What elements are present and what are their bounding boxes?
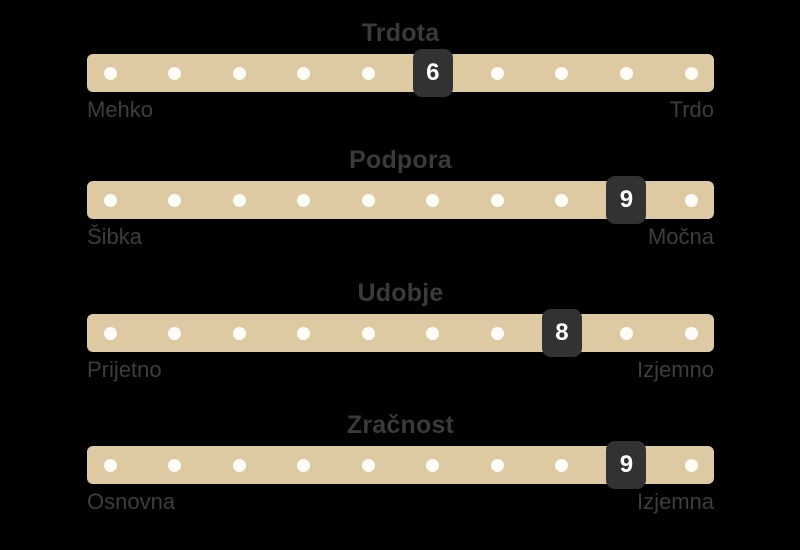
endpoint-label-high: Izjemna [636, 489, 714, 514]
slider-tick-dot[interactable] [232, 458, 246, 472]
slider-tick-dot[interactable] [103, 326, 117, 340]
slider-tick-dot[interactable] [297, 66, 311, 80]
slider-tick-dot[interactable] [232, 66, 246, 80]
slider-tick-dot[interactable] [619, 326, 633, 340]
slider-tick-dot[interactable] [103, 193, 117, 207]
endpoint-row: Šibka Močna [87, 223, 714, 253]
rating-slider-track[interactable]: 6 [87, 49, 714, 97]
slider-tick-dot[interactable] [361, 326, 375, 340]
rating-title: Trdota [361, 19, 440, 47]
rating-group-podpora: Podpora 9 Šibka Močna [87, 145, 714, 253]
slider-tick-dot[interactable] [490, 458, 504, 472]
slider-tick-dot[interactable] [684, 66, 698, 80]
rating-title: Udobje [357, 279, 444, 307]
slider-tick-dot[interactable] [555, 66, 569, 80]
rating-group-zracnost: Zračnost 9 Osnovna Izjemna [87, 410, 714, 518]
slider-tick-dot[interactable] [490, 66, 504, 80]
slider-tick-dot[interactable] [168, 326, 182, 340]
rating-title: Zračnost [346, 411, 455, 439]
slider-tick-dot[interactable] [555, 458, 569, 472]
slider-tick-dot[interactable] [426, 326, 440, 340]
endpoint-row: Osnovna Izjemna [87, 488, 714, 518]
endpoint-row: Prijetno Izjemno [87, 356, 714, 386]
slider-tick-dot[interactable] [232, 326, 246, 340]
slider-tick-dot[interactable] [684, 326, 698, 340]
slider-value-badge[interactable]: 8 [541, 309, 582, 357]
slider-tick-dot[interactable] [168, 193, 182, 207]
endpoint-label-high: Močna [647, 224, 714, 249]
slider-tick-dot[interactable] [297, 458, 311, 472]
endpoint-label-low: Šibka [87, 224, 143, 249]
slider-tick-dot[interactable] [490, 326, 504, 340]
endpoint-label-low: Prijetno [87, 357, 162, 382]
rating-slider-track[interactable]: 9 [87, 176, 714, 224]
slider-tick-dot[interactable] [619, 66, 633, 80]
slider-tick-dot[interactable] [361, 66, 375, 80]
endpoint-label-high: Trdo [669, 97, 714, 122]
slider-tick-dot[interactable] [168, 66, 182, 80]
slider-tick-dot[interactable] [361, 193, 375, 207]
slider-tick-dot[interactable] [103, 66, 117, 80]
slider-tick-dot[interactable] [297, 193, 311, 207]
slider-tick-dot[interactable] [684, 193, 698, 207]
slider-tick-dot[interactable] [490, 193, 504, 207]
slider-value-badge[interactable]: 6 [412, 49, 453, 97]
endpoint-label-low: Osnovna [87, 489, 176, 514]
endpoint-row: Mehko Trdo [87, 96, 714, 126]
slider-tick-dot[interactable] [555, 193, 569, 207]
endpoint-label-low: Mehko [87, 97, 154, 122]
rating-slider-track[interactable]: 9 [87, 441, 714, 489]
slider-tick-dot[interactable] [361, 458, 375, 472]
slider-tick-dot[interactable] [232, 193, 246, 207]
slider-tick-dot[interactable] [426, 458, 440, 472]
rating-title: Podpora [349, 146, 452, 174]
slider-tick-dot[interactable] [426, 193, 440, 207]
slider-tick-dot[interactable] [684, 458, 698, 472]
endpoint-label-high: Izjemno [636, 357, 714, 382]
rating-group-trdota: Trdota 6 Mehko Trdo [87, 18, 714, 126]
slider-tick-dot[interactable] [168, 458, 182, 472]
rating-slider-track[interactable]: 8 [87, 309, 714, 357]
slider-value-badge[interactable]: 9 [606, 176, 647, 224]
slider-value-badge[interactable]: 9 [606, 441, 647, 489]
rating-group-udobje: Udobje 8 Prijetno Izjemno [87, 278, 714, 386]
slider-tick-dot[interactable] [297, 326, 311, 340]
slider-tick-dot[interactable] [103, 458, 117, 472]
